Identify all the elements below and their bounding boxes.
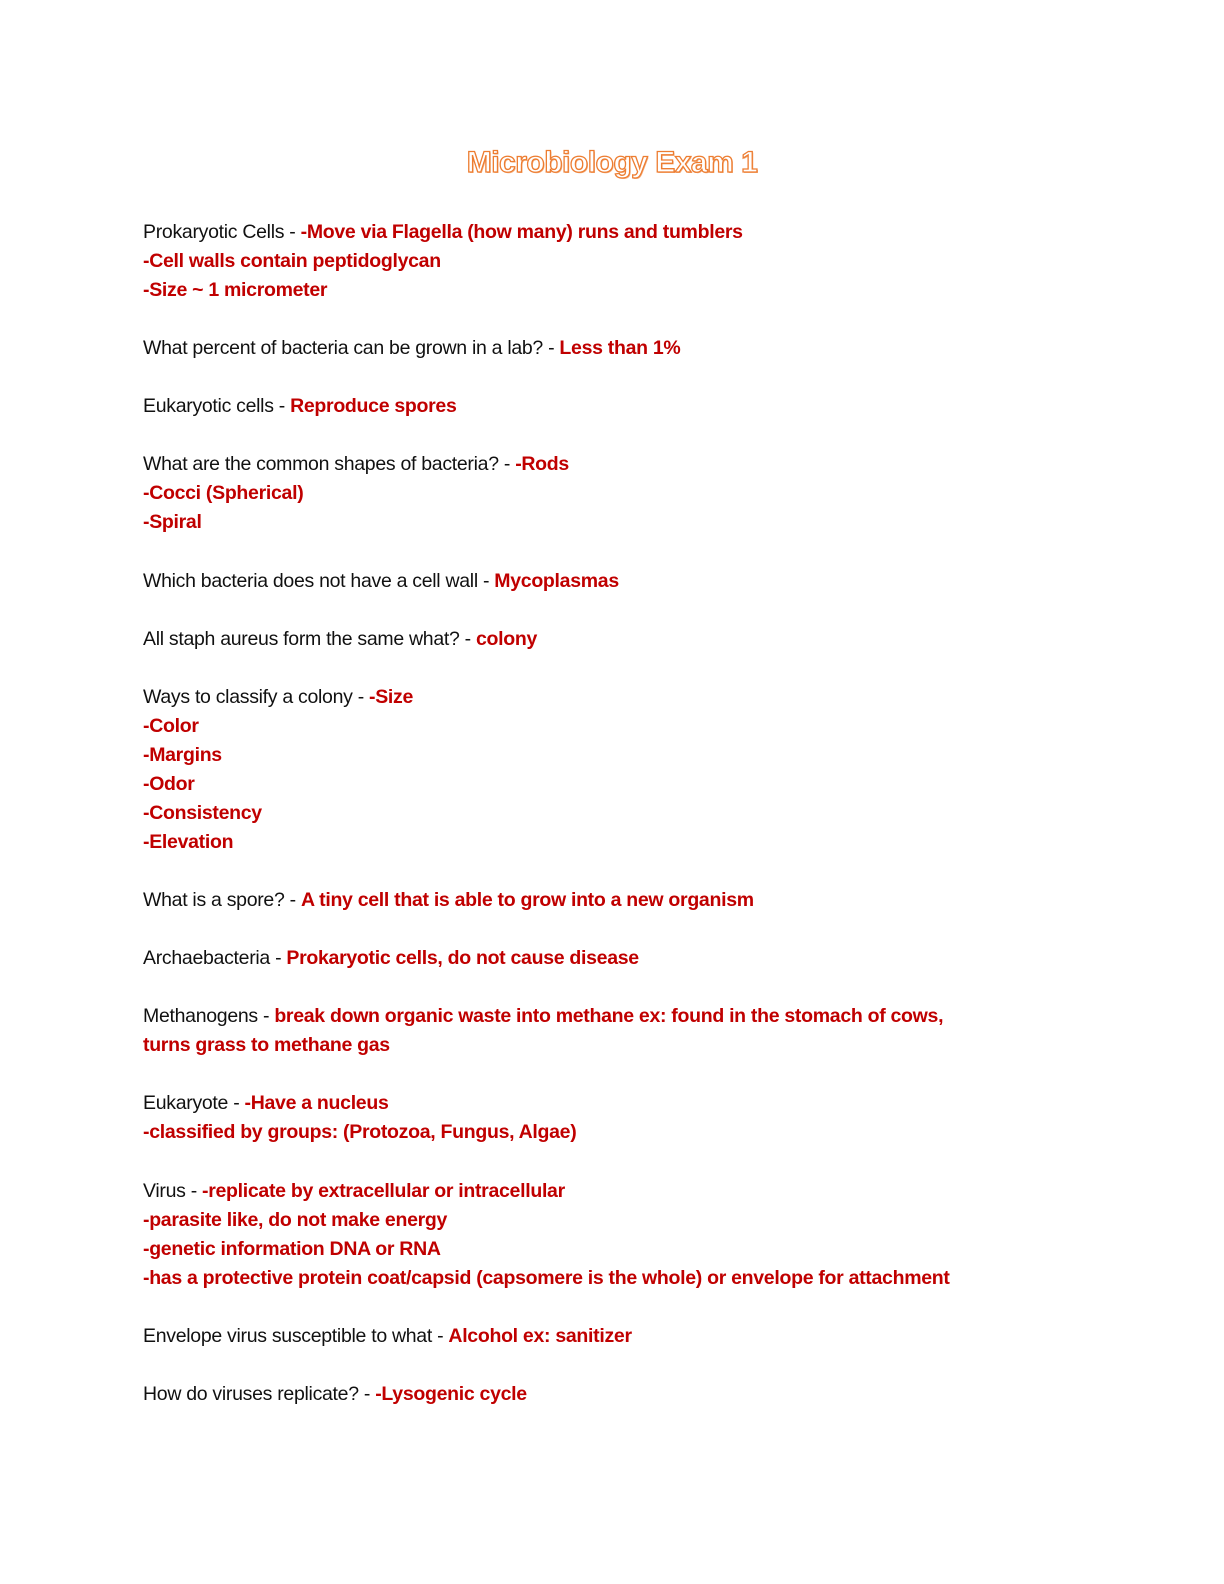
question-text: What are the common shapes of bacteria? …	[143, 453, 516, 476]
question-text: What percent of bacteria can be grown in…	[143, 337, 560, 360]
answer-text: -parasite like, do not make energy	[143, 1208, 448, 1231]
qa-line: What percent of bacteria can be grown in…	[143, 334, 1103, 363]
qa-item: Eukaryote - -Have a nucleus -classified b…	[143, 1089, 1103, 1147]
qa-line: -has a protective protein coat/capsid (c…	[143, 1264, 1103, 1293]
answer-text: break down organic waste into methane ex…	[274, 1005, 944, 1028]
answer-text: -Size ~ 1 micrometer	[143, 279, 328, 302]
qa-line: Methanogens - break down organic waste i…	[143, 1002, 1103, 1031]
qa-item: What are the common shapes of bacteria? …	[143, 450, 1103, 537]
qa-line: -Cell walls contain peptidoglycan	[143, 247, 1103, 276]
question-text: Archaebacteria -	[143, 947, 287, 970]
qa-item: Eukaryotic cells - Reproduce spores	[143, 392, 1103, 421]
qa-line: -Color	[143, 712, 1103, 741]
answer-text: -Move via Flagella (how many) runs and t…	[300, 221, 743, 243]
question-text: How do viruses replicate? -	[143, 1382, 376, 1405]
question-text: Envelope virus susceptible to what -	[143, 1324, 449, 1347]
qa-item: Envelope virus susceptible to what - Alc…	[143, 1322, 1103, 1351]
qa-line: -Size ~ 1 micrometer	[143, 276, 1103, 305]
qa-item: Which bacteria does not have a cell wall…	[143, 567, 1103, 596]
answer-text: -Size	[369, 685, 414, 708]
qa-line: Envelope virus susceptible to what - Alc…	[143, 1322, 1103, 1351]
answer-text: -Consistency	[143, 801, 262, 824]
question-text: All staph aureus form the same what? -	[143, 627, 476, 650]
qa-item: What is a spore? - A tiny cell that is a…	[143, 886, 1103, 915]
answer-text: -replicate by extracellular or intracell…	[202, 1179, 565, 1202]
answer-text: colony	[475, 627, 538, 650]
qa-line: Prokaryotic Cells - -Move via Flagella (…	[143, 218, 1103, 247]
qa-line: Eukaryote - -Have a nucleus	[143, 1089, 1103, 1118]
qa-line: -Elevation	[143, 828, 1103, 857]
qa-line: -Consistency	[143, 799, 1103, 828]
qa-item: Prokaryotic Cells - -Move via Flagella (…	[143, 218, 1103, 305]
qa-line: All staph aureus form the same what? - c…	[143, 625, 1103, 654]
answer-text: turns grass to methane gas	[143, 1034, 390, 1057]
qa-item: All staph aureus form the same what? - c…	[143, 625, 1103, 654]
qa-line: -genetic information DNA or RNA	[143, 1235, 1103, 1264]
answer-text: Reproduce spores	[290, 395, 457, 418]
answer-text: Prokaryotic cells, do not cause disease	[286, 947, 639, 970]
qa-line: Which bacteria does not have a cell wall…	[143, 567, 1103, 596]
question-text: Eukaryotic cells -	[143, 395, 291, 418]
qa-line: turns grass to methane gas	[143, 1031, 1103, 1060]
question-text: Virus -	[143, 1179, 203, 1202]
qa-line: Ways to classify a colony - -Size	[143, 683, 1103, 712]
qa-item: Archaebacteria - Prokaryotic cells, do n…	[143, 944, 1103, 973]
qa-line: How do viruses replicate? - -Lysogenic c…	[143, 1380, 1103, 1409]
qa-line: -Odor	[143, 770, 1103, 799]
qa-item: Virus - -replicate by extracellular or i…	[143, 1177, 1103, 1293]
answer-text: -has a protective protein coat/capsid (c…	[143, 1266, 950, 1289]
qa-line: -Margins	[143, 741, 1103, 770]
question-text: Ways to classify a colony -	[143, 685, 370, 708]
answer-text: -Color	[143, 714, 199, 737]
qa-line: -Cocci (Spherical)	[143, 479, 1103, 508]
answer-text: -genetic information DNA or RNA	[143, 1237, 441, 1260]
question-text: Methanogens -	[143, 1005, 275, 1028]
qa-line: Eukaryotic cells - Reproduce spores	[143, 392, 1103, 421]
answer-text: -Cell walls contain peptidoglycan	[143, 250, 441, 273]
answer-text: Alcohol ex: sanitizer	[448, 1324, 632, 1347]
qa-line: -Spiral	[143, 508, 1103, 537]
qa-item: Methanogens - break down organic waste i…	[143, 1002, 1103, 1060]
answer-text: -Have a nucleus	[244, 1092, 389, 1115]
qa-line: -parasite like, do not make energy	[143, 1206, 1103, 1235]
qa-line: What are the common shapes of bacteria? …	[143, 450, 1103, 479]
question-text: What is a spore? -	[143, 889, 301, 912]
document-title: Microbiology Exam 1	[466, 145, 758, 179]
qa-line: What is a spore? - A tiny cell that is a…	[143, 886, 1103, 915]
answer-text: Mycoplasmas	[494, 569, 619, 592]
answer-text: -Spiral	[143, 511, 202, 534]
answer-text: -Elevation	[143, 830, 234, 853]
answer-text: Less than 1%	[559, 337, 681, 360]
answer-text: -classified by groups: (Protozoa, Fungus…	[143, 1121, 577, 1144]
qa-line: Virus - -replicate by extracellular or i…	[143, 1177, 1103, 1206]
qa-item: Ways to classify a colony - -Size-Color-…	[143, 683, 1103, 857]
answer-text: A tiny cell that is able to grow into a …	[300, 889, 754, 912]
qa-line: Archaebacteria - Prokaryotic cells, do n…	[143, 944, 1103, 973]
question-text: Which bacteria does not have a cell wall…	[143, 569, 495, 592]
answer-text: -Margins	[143, 743, 222, 766]
qa-item: How do viruses replicate? - -Lysogenic c…	[143, 1380, 1103, 1409]
answer-text: -Cocci (Spherical)	[143, 482, 304, 505]
answer-text: -Rods	[515, 453, 569, 476]
question-text: Prokaryotic Cells -	[143, 221, 301, 243]
answer-text: -Lysogenic cycle	[375, 1382, 527, 1405]
qa-item: What percent of bacteria can be grown in…	[143, 334, 1103, 363]
answer-text: -Odor	[143, 772, 195, 795]
qa-line: -classified by groups: (Protozoa, Fungus…	[143, 1118, 1103, 1147]
document-body: Prokaryotic Cells - -Move via Flagella (…	[143, 218, 1103, 1438]
question-text: Eukaryote -	[143, 1092, 245, 1115]
